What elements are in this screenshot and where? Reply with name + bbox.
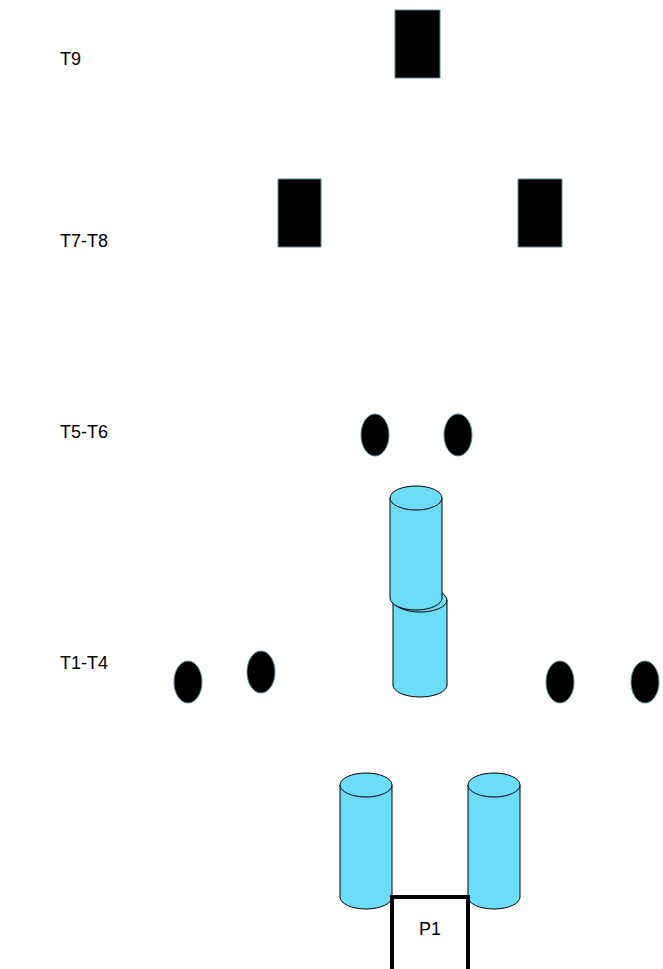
cylinder-top <box>390 486 442 510</box>
cylinder <box>390 486 442 610</box>
t1-dot <box>174 661 202 703</box>
row-label: T9 <box>60 49 81 70</box>
row-label: T1-T4 <box>60 653 108 674</box>
row-label: T5-T6 <box>60 422 108 443</box>
t8-marker <box>518 179 562 247</box>
cylinder-body <box>468 785 520 909</box>
cylinder-top <box>468 773 520 797</box>
t9-marker <box>395 10 440 78</box>
cylinder-body <box>393 600 447 697</box>
t7-marker <box>278 179 321 247</box>
box-label: P1 <box>419 919 441 940</box>
cylinder <box>340 773 392 909</box>
process-box: P1 <box>390 895 470 969</box>
row-label: T7-T8 <box>60 231 108 252</box>
t5-dot <box>361 414 389 456</box>
t3-dot <box>546 661 574 703</box>
t6-dot <box>444 414 472 456</box>
cylinder <box>468 773 520 909</box>
cylinders <box>340 486 520 909</box>
t2-dot <box>247 651 275 693</box>
cylinder-body <box>390 498 442 610</box>
cylinder-body <box>340 785 392 909</box>
t4-dot <box>631 661 659 703</box>
cylinder-top <box>340 773 392 797</box>
